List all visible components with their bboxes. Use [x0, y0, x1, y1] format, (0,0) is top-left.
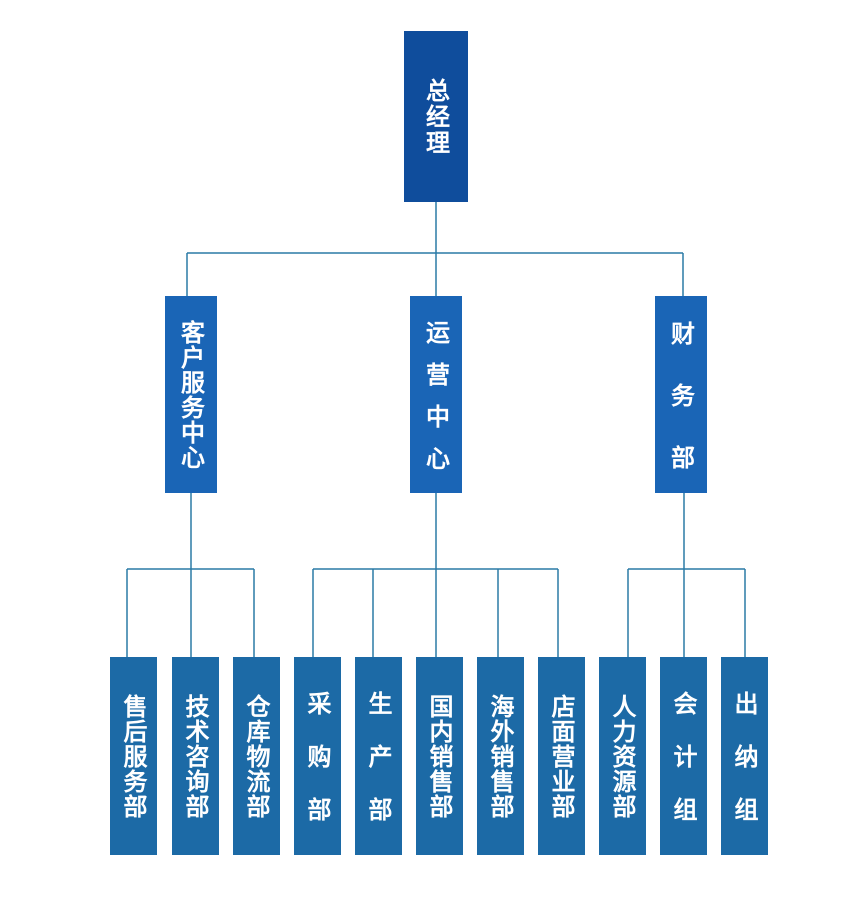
leaf-label: 人力资源部: [608, 693, 636, 819]
leaf-label: 会计组: [669, 691, 697, 850]
leaf-label: 店面营业部: [547, 693, 575, 819]
box-operations-center-label: 运营中心: [421, 319, 450, 488]
box-cashier-group: 出纳组: [721, 657, 768, 855]
box-human-resources-dept: 人力资源部: [599, 657, 646, 855]
leaf-label: 出纳组: [730, 691, 758, 850]
leaf-label: 国内销售部: [425, 693, 453, 819]
box-tech-consulting-dept: 技术咨询部: [172, 657, 219, 855]
box-overseas-sales-dept: 海外销售部: [477, 657, 524, 855]
box-finance-department-label: 财务部: [666, 320, 695, 507]
box-general-manager-label: 总经理: [421, 77, 450, 156]
box-customer-service-center-label: 客户服务中心: [176, 319, 205, 470]
box-purchasing-dept: 采购部: [294, 657, 341, 855]
box-after-sales-dept: 售后服务部: [110, 657, 157, 855]
box-warehouse-logistics-dept: 仓库物流部: [233, 657, 280, 855]
box-operations-center: 运营中心: [410, 296, 462, 493]
box-finance-department: 财务部: [655, 296, 707, 507]
leaf-label: 仓库物流部: [242, 693, 270, 819]
box-domestic-sales-dept: 国内销售部: [416, 657, 463, 855]
leaf-label: 采购部: [303, 691, 331, 850]
box-customer-service-center: 客户服务中心: [165, 296, 217, 493]
leaf-label: 海外销售部: [486, 693, 514, 819]
leaf-label: 售后服务部: [119, 693, 147, 819]
leaf-label: 技术咨询部: [181, 693, 209, 819]
box-production-dept: 生产部: [355, 657, 402, 855]
leaf-label: 生产部: [364, 691, 392, 850]
box-accounting-group: 会计组: [660, 657, 707, 855]
box-store-business-dept: 店面营业部: [538, 657, 585, 855]
box-general-manager: 总经理: [404, 31, 468, 202]
